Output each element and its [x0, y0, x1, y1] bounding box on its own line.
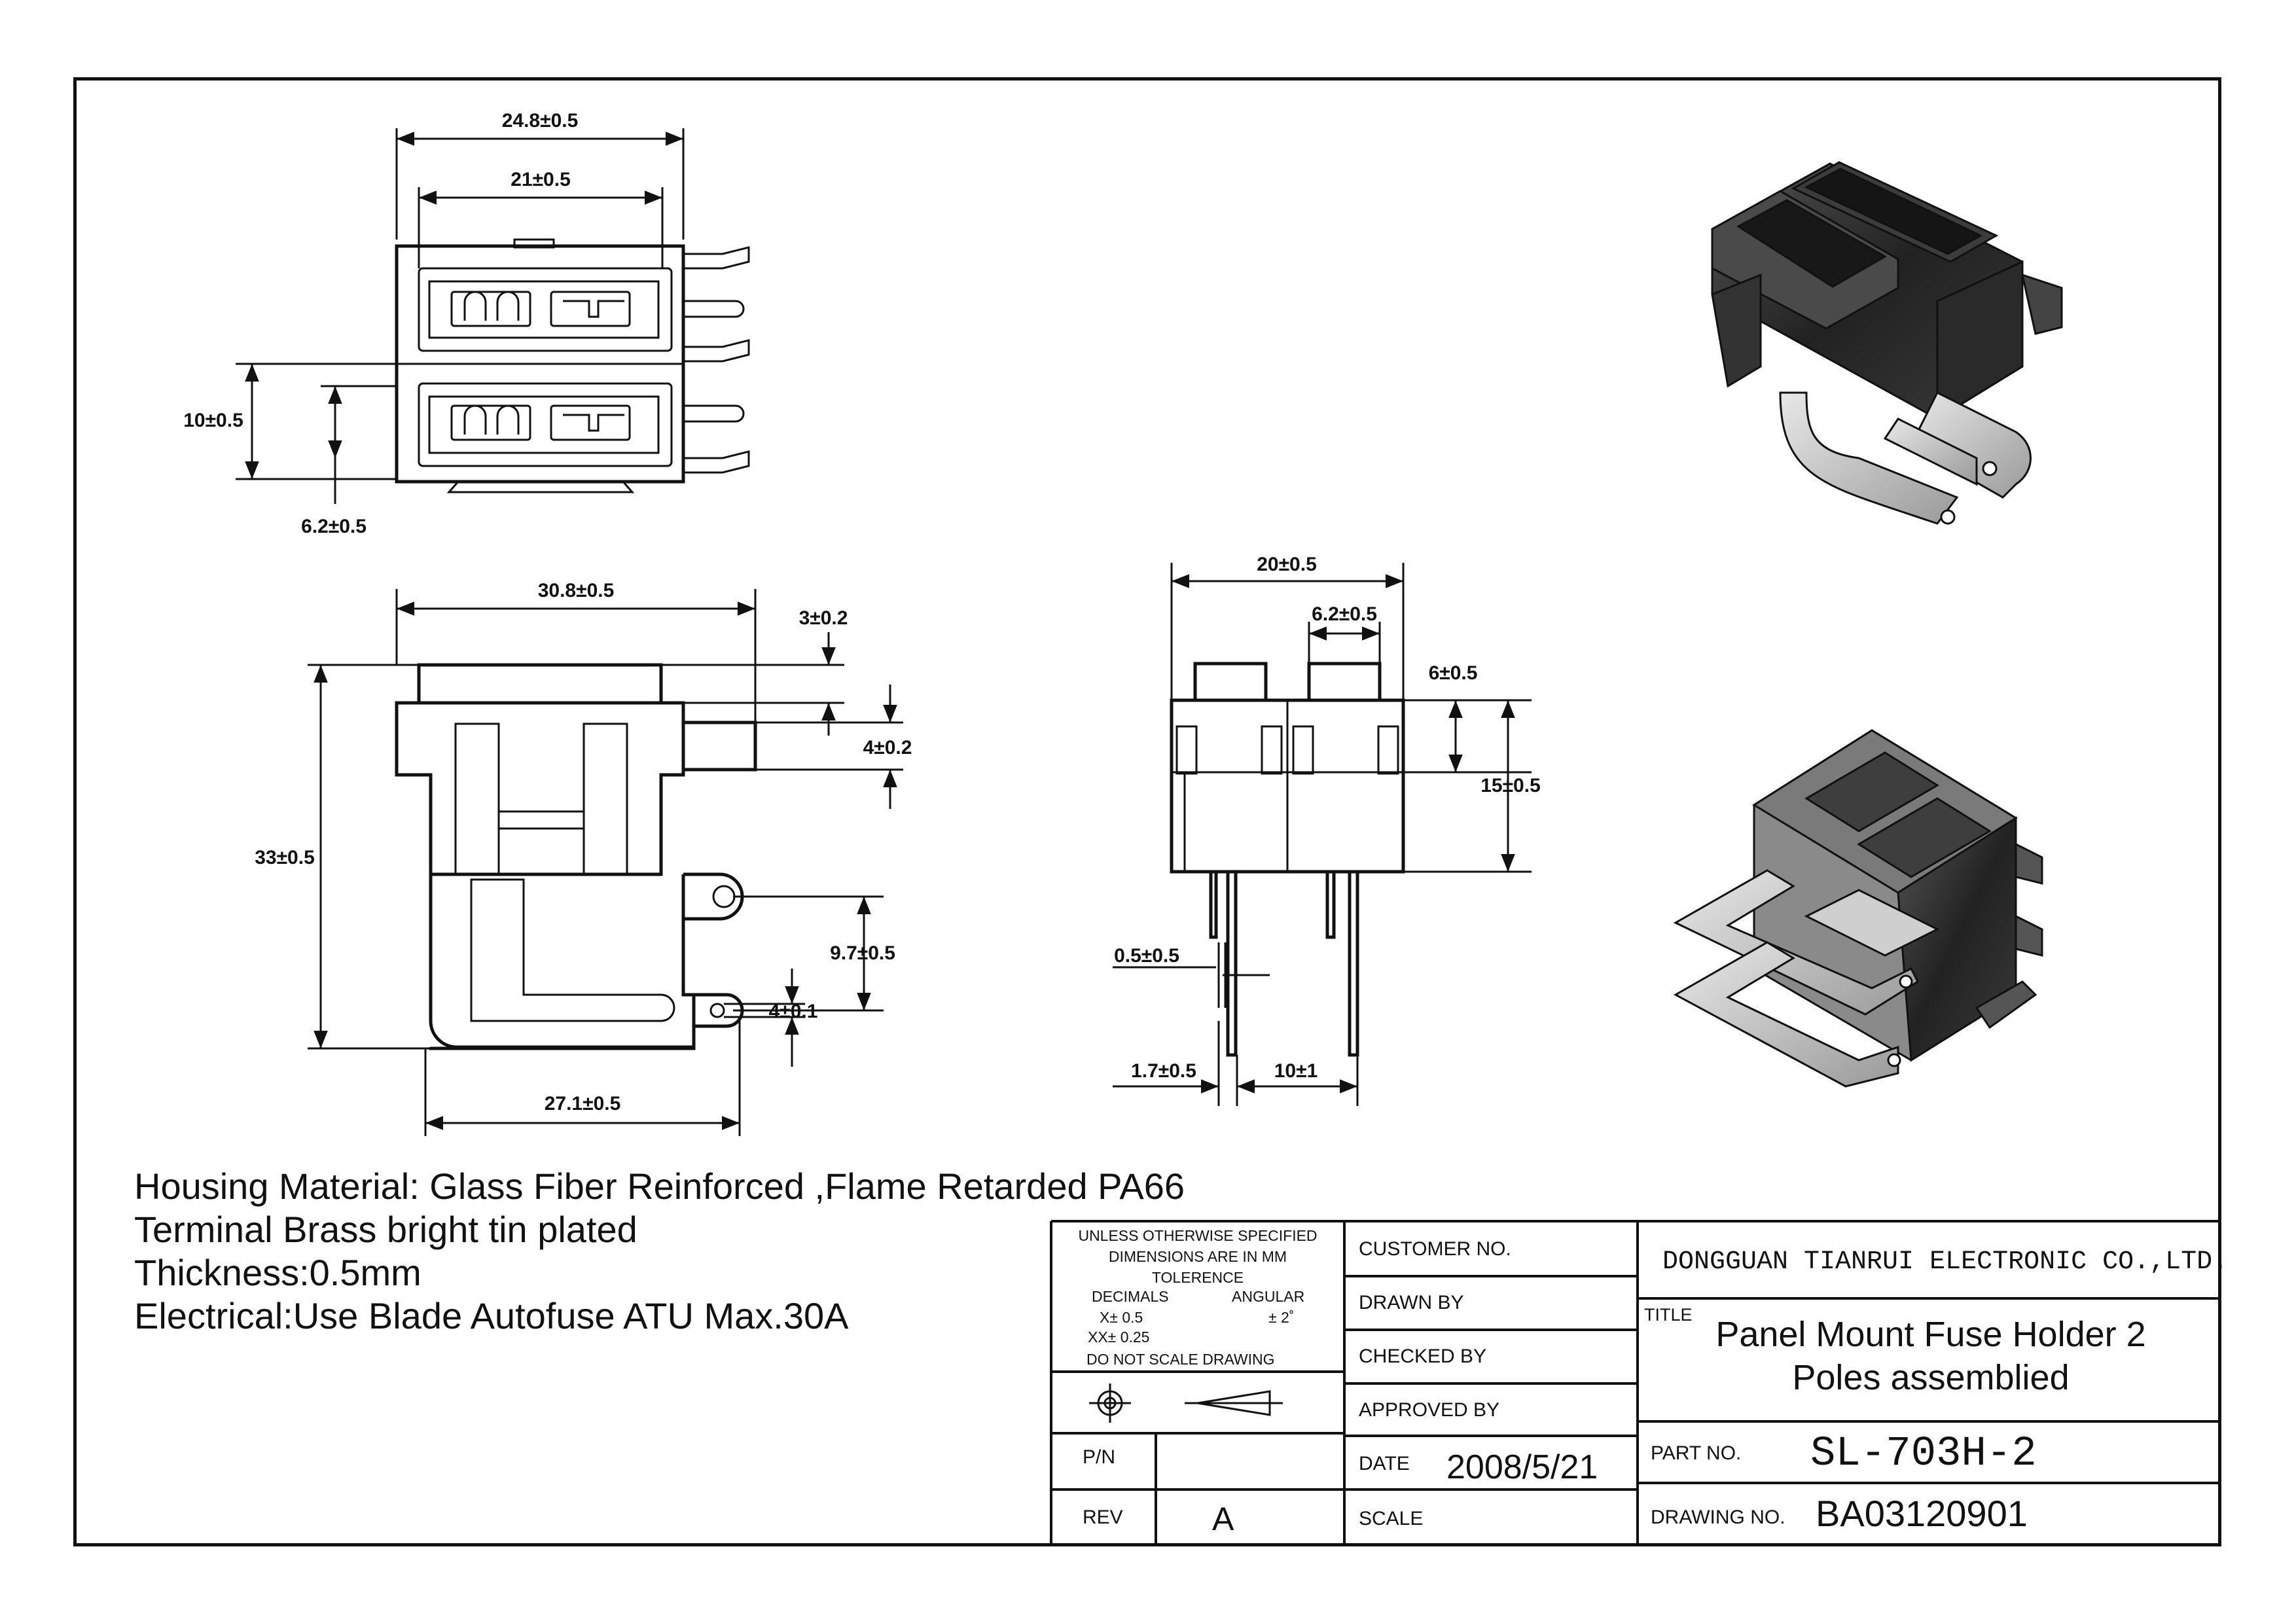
- dim-top-outer: 24.8±0.5: [502, 110, 579, 132]
- dim-front-pin-pitch: 10±1: [1274, 1060, 1318, 1082]
- scale-label: SCALE: [1359, 1508, 1424, 1529]
- dim-side-height: 33±0.5: [255, 847, 315, 868]
- angular-label: ANGULAR: [1232, 1288, 1305, 1305]
- dim-side-base: 27.1±0.5: [545, 1093, 621, 1115]
- front-view: 20±0.5 6.2±0.5 6±0.5 15±0.5 0.5±0.5 1.7±…: [1113, 554, 1541, 1106]
- drawing-no-value: BA03120901: [1816, 1493, 2028, 1534]
- dim-side-hole: 4±0.1: [769, 1001, 818, 1022]
- title-label: TITLE: [1644, 1305, 1693, 1325]
- dim-front-pin-t: 0.5±0.5: [1114, 945, 1179, 967]
- part-no-value: SL-703H-2: [1810, 1431, 2037, 1478]
- note-housing: Housing Material: Glass Fiber Reinforced…: [134, 1166, 1185, 1207]
- dim-front-width: 20±0.5: [1257, 554, 1317, 575]
- date-value: 2008/5/21: [1446, 1448, 1598, 1486]
- title-block-lines: [1050, 1220, 2219, 1544]
- dim-side-slot: 4±0.2: [863, 737, 912, 758]
- drawing-frame: [73, 77, 2221, 1546]
- drawing-no-label: DRAWING NO.: [1651, 1507, 1785, 1528]
- do-not-scale: DO NOT SCALE DRAWING: [1086, 1351, 1275, 1368]
- isometric-render-top: [1711, 161, 2063, 525]
- decimals-label: DECIMALS: [1092, 1288, 1169, 1305]
- x-tolerance: X± 0.5: [1100, 1309, 1143, 1326]
- rev-label: REV: [1083, 1507, 1123, 1528]
- projection-symbol-icon: [1089, 1383, 1283, 1423]
- dim-side-tab: 3±0.2: [799, 607, 848, 629]
- dim-top-height: 10±0.5: [183, 410, 243, 431]
- dim-front-pin-off: 1.7±0.5: [1131, 1060, 1196, 1082]
- dim-front-cap-h: 6±0.5: [1429, 662, 1478, 684]
- top-view: 24.8±0.5 21±0.5 10±0.5 6.2±0.5: [183, 110, 750, 537]
- approved-by-label: APPROVED BY: [1359, 1399, 1500, 1421]
- dim-side-pitch: 9.7±0.5: [830, 942, 895, 964]
- xx-tolerance: XX± 0.25: [1088, 1329, 1150, 1346]
- side-view: 30.8±0.5 3±0.2 4±0.2 33±0.5 9.7±0.5 4±0.…: [255, 580, 912, 1136]
- part-no-label: PART NO.: [1651, 1442, 1742, 1464]
- angular-tolerance: ± 2˚: [1268, 1309, 1295, 1326]
- drawing-title: Panel Mount Fuse Holder 2 Poles assembli…: [1715, 1315, 2146, 1397]
- customer-label: CUSTOMER NO.: [1359, 1238, 1511, 1260]
- note-terminal: Terminal Brass bright tin plated: [134, 1209, 637, 1250]
- tolerance-header: UNLESS OTHERWISE SPECIFIED DIMENSIONS AR…: [1078, 1227, 1318, 1286]
- isometric-render-bottom: [1673, 729, 2043, 1088]
- material-notes: Housing Material: Glass Fiber Reinforced…: [134, 1165, 1185, 1338]
- pn-label: P/N: [1083, 1446, 1116, 1468]
- date-label: DATE: [1359, 1453, 1410, 1474]
- rev-value: A: [1212, 1501, 1234, 1537]
- checked-by-label: CHECKED BY: [1359, 1346, 1487, 1367]
- dim-front-cap: 6.2±0.5: [1312, 603, 1377, 625]
- dim-top-inner: 21±0.5: [511, 169, 571, 190]
- dim-side-width: 30.8±0.5: [538, 580, 615, 601]
- company-name: DONGGUAN TIANRUI ELECTRONIC CO.,LTD.: [1662, 1247, 2229, 1277]
- drawn-by-label: DRAWN BY: [1359, 1292, 1464, 1313]
- note-thickness: Thickness:0.5mm: [134, 1252, 422, 1293]
- dim-top-offset: 6.2±0.5: [301, 516, 367, 537]
- note-electrical: Electrical:Use Blade Autofuse ATU Max.30…: [134, 1295, 849, 1336]
- dim-front-body-h: 15±0.5: [1480, 775, 1541, 796]
